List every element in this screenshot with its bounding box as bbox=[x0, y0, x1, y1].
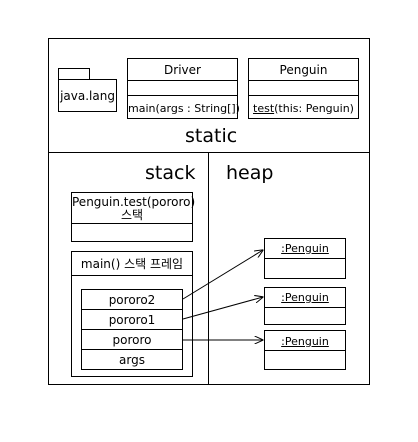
local-variable-pororo2: pororo2 bbox=[81, 289, 183, 310]
penguin-class-name: Penguin bbox=[279, 63, 328, 77]
driver-class: Driver main(args : String[]) bbox=[127, 58, 240, 119]
main-frame-title: main() 스택 프레임 bbox=[80, 257, 184, 271]
heap-object-divider bbox=[265, 258, 345, 259]
stack-area-label: stack bbox=[145, 162, 196, 184]
penguin-class: Penguin test(this: Penguin) bbox=[248, 58, 359, 119]
penguin-test-method: test(this: Penguin) bbox=[249, 103, 358, 114]
main-frame-divider bbox=[72, 275, 192, 276]
heap-object-label: :Penguin bbox=[281, 291, 329, 304]
java-lang-package: java.lang bbox=[58, 79, 117, 112]
penguin-test-method-name: test bbox=[253, 102, 275, 115]
test-stack-frame: Penguin.test(pororo) 스택 bbox=[71, 192, 196, 242]
variable-name: pororo1 bbox=[108, 313, 156, 327]
test-frame-divider bbox=[72, 223, 192, 224]
driver-attr-divider bbox=[128, 95, 237, 96]
stack-heap-divider bbox=[208, 152, 209, 385]
heap-object-label: :Penguin bbox=[281, 335, 329, 348]
driver-main-method: main(args : String[]) bbox=[128, 102, 240, 115]
variable-name: args bbox=[119, 353, 145, 367]
static-divider bbox=[48, 152, 370, 153]
local-variable-args: args bbox=[81, 349, 183, 370]
heap-penguin-object-3: :Penguin bbox=[264, 330, 346, 370]
heap-object-label: :Penguin bbox=[281, 242, 329, 255]
penguin-test-method-params: (this: Penguin) bbox=[274, 102, 354, 115]
local-variable-pororo1: pororo1 bbox=[81, 309, 183, 330]
heap-penguin-object-2: :Penguin bbox=[264, 287, 346, 325]
static-area-label: static bbox=[185, 125, 238, 147]
variable-name: pororo bbox=[112, 333, 152, 347]
heap-object-divider bbox=[265, 307, 345, 308]
heap-penguin-object-1: :Penguin bbox=[264, 238, 346, 279]
penguin-attr-divider bbox=[249, 95, 358, 96]
driver-name-divider bbox=[128, 80, 237, 81]
heap-object-divider bbox=[265, 350, 345, 351]
variable-name: pororo2 bbox=[108, 293, 156, 307]
memory-diagram-frame bbox=[48, 38, 370, 385]
test-frame-title-line2: 스택 bbox=[120, 208, 144, 222]
driver-class-name: Driver bbox=[164, 63, 201, 77]
package-label: java.lang bbox=[60, 89, 115, 103]
local-variable-pororo: pororo bbox=[81, 329, 183, 350]
test-frame-title-line1: Penguin.test(pororo) bbox=[72, 195, 196, 209]
heap-area-label: heap bbox=[226, 162, 274, 184]
penguin-name-divider bbox=[249, 80, 358, 81]
